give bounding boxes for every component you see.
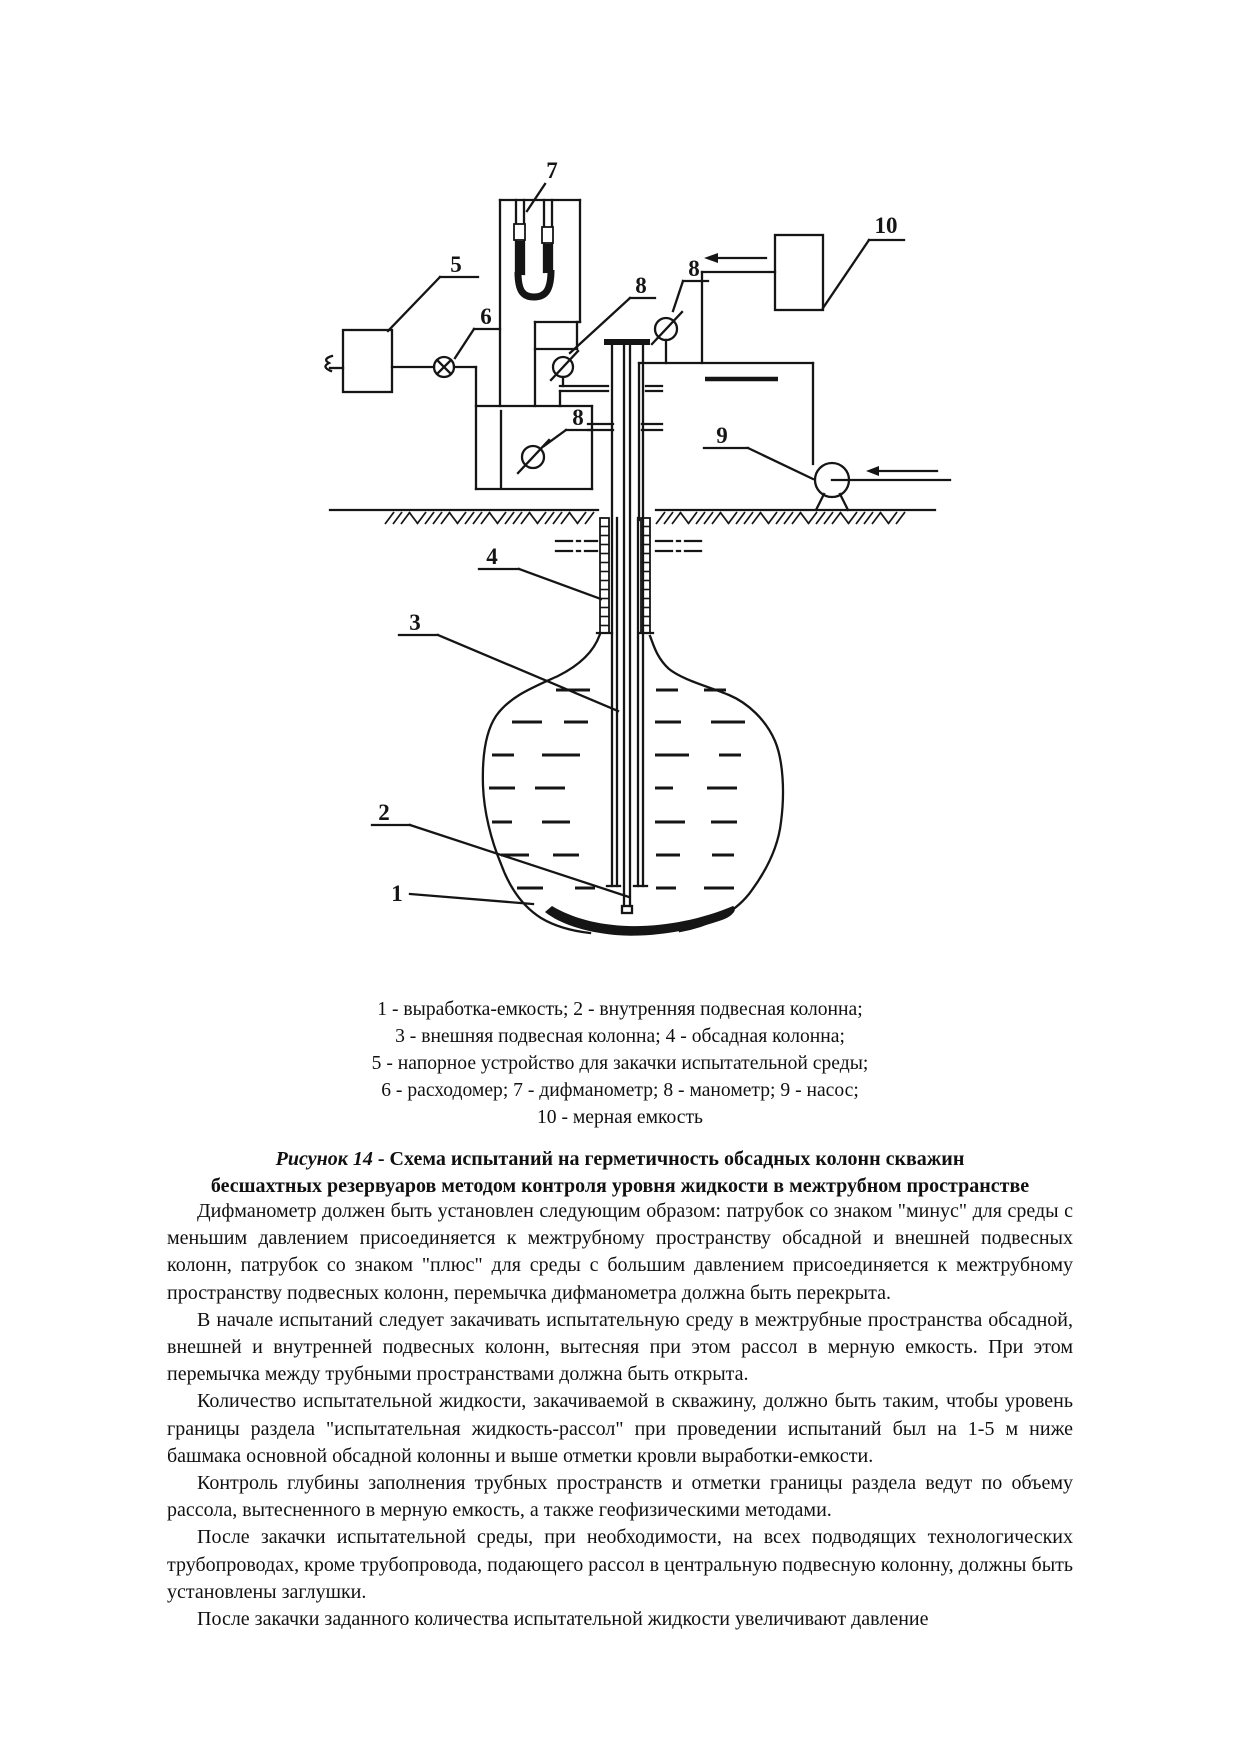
diagram-label-2: 2 [378,800,390,825]
leader-lines [370,182,906,906]
paragraph: Количество испытательной жидкости, закач… [167,1390,1073,1467]
diagram-label-10: 10 [875,213,898,238]
figure-number: Рисунок 14 [275,1148,373,1170]
figure-legend: 1 - выработка-емкость; 2 - внутренняя по… [0,996,1240,1131]
diagram-label-5: 5 [450,252,462,277]
caption-text: - Схема испытаний на герметичность обсад… [372,1148,965,1170]
figure-caption: Рисунок 14 - Схема испытаний на герметич… [0,1146,1240,1200]
legend-line: 10 - мерная емкость [536,1107,703,1128]
injection-device-box [324,328,394,394]
diagram-label-8: 8 [635,273,647,298]
diagram-label-1: 1 [391,881,403,906]
ground-line [328,508,937,525]
surface-tank [637,253,815,522]
caption-line: бесшахтных резервуаров методом контроля … [210,1175,1030,1197]
diagram-labels: 1 2 3 4 5 6 7 8 8 8 9 10 [378,158,897,906]
caption-line: Рисунок 14 - Схема испытаний на герметич… [0,1146,1240,1173]
paragraph: После закачки испытательной среды, при н… [167,1526,1073,1603]
diagram-label-3: 3 [409,610,421,635]
paragraph: Контроль глубины заполнения трубных прос… [167,1472,1073,1522]
casing-column [595,517,655,635]
diagram-label-9: 9 [716,423,728,448]
pump-icon [813,461,952,512]
paragraph: Дифманометр должен быть установлен следу… [167,1200,1073,1304]
paragraph: В начале испытаний следует закачивать ис… [167,1308,1073,1386]
flow-arrow-icon [866,466,939,476]
diagram-label-8: 8 [688,256,700,281]
legend-line: 6 - расходомер; 7 - дифманометр; 8 - ман… [381,1080,859,1101]
paragraph: После закачки заданного количества испыт… [197,1608,929,1631]
diagram-label-7: 7 [546,158,558,183]
diagram-label-8: 8 [572,405,584,430]
cavern-outline [481,632,785,936]
cavern-sump [545,906,735,936]
hanging-columns [605,884,649,915]
legend-line: 1 - выработка-емкость; 2 - внутренняя по… [377,999,863,1020]
legend-line: 5 - напорное устройство для закачки испы… [371,1053,869,1074]
differential-manometer [498,198,582,408]
pressure-gauge-icon [650,310,684,365]
flow-arrow-icon [704,253,768,263]
pressure-gauge-icon [549,349,580,388]
diagram-label-4: 4 [486,544,498,569]
flowmeter-icon [390,355,478,491]
legend-line: 3 - внешняя подвесная колонна; 4 - обсад… [395,1026,845,1047]
body-text: Дифманометр должен быть установлен следу… [167,1198,1073,1633]
well-test-schematic: 1 2 3 4 5 6 7 8 8 8 9 10 [324,158,952,936]
datum-lines [554,539,708,553]
diagram-label-6: 6 [480,304,492,329]
wellhead [558,339,664,908]
measuring-tank-box [773,233,825,312]
